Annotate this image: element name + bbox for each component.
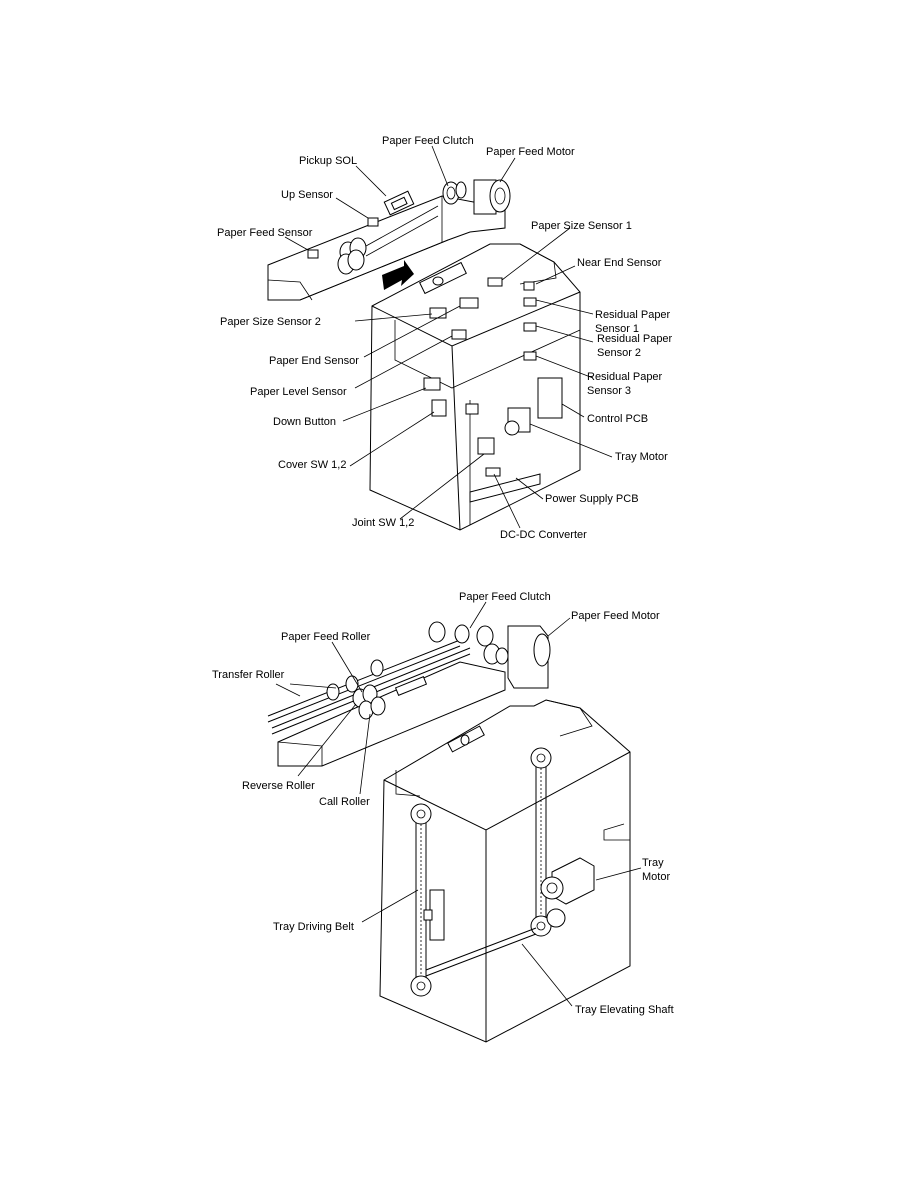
tray-housing-bottom [379, 699, 631, 1043]
leader-lines-top [284, 145, 613, 529]
label-tray-elevating-shaft: Tray Elevating Shaft [575, 1004, 674, 1016]
label-control-pcb: Control PCB [587, 413, 648, 425]
label-paper-feed-clutch-2: Paper Feed Clutch [459, 591, 551, 603]
top-diagram: Paper Feed Clutch Pickup SOL Paper Feed … [217, 135, 673, 541]
label-pickup-sol: Pickup SOL [299, 155, 357, 167]
labels-bottom: Paper Feed Clutch Paper Feed Roller Pape… [212, 591, 674, 1016]
paper-size-sensor-1-part [487, 277, 503, 287]
label-cover-sw: Cover SW 1,2 [278, 459, 346, 471]
labels-top: Paper Feed Clutch Pickup SOL Paper Feed … [217, 135, 673, 541]
label-paper-level-sensor: Paper Level Sensor [250, 386, 347, 398]
label-down-button: Down Button [273, 416, 336, 428]
leader-lines-bottom [275, 601, 642, 1007]
label-power-supply-pcb: Power Supply PCB [545, 493, 639, 505]
label-paper-feed-motor: Paper Feed Motor [486, 146, 575, 158]
label-joint-sw: Joint SW 1,2 [352, 517, 414, 529]
feed-mechanism [267, 621, 551, 767]
label-residual-paper-sensor-3-line1: Residual Paper [587, 371, 663, 383]
label-residual-paper-sensor-2-line1: Residual Paper [597, 333, 673, 345]
label-paper-end-sensor: Paper End Sensor [269, 355, 359, 367]
label-tray-motor-2-line1: Tray [642, 857, 664, 869]
label-paper-feed-clutch: Paper Feed Clutch [382, 135, 474, 147]
label-paper-feed-roller: Paper Feed Roller [281, 631, 371, 643]
label-paper-size-sensor-1: Paper Size Sensor 1 [531, 220, 632, 232]
label-transfer-roller: Transfer Roller [212, 669, 285, 681]
label-residual-paper-sensor-1-line1: Residual Paper [595, 309, 671, 321]
label-up-sensor: Up Sensor [281, 189, 333, 201]
label-tray-motor-2-line2: Motor [642, 871, 670, 883]
paper-feed-unit [267, 179, 511, 301]
label-tray-motor: Tray Motor [615, 451, 668, 463]
label-reverse-roller: Reverse Roller [242, 780, 315, 792]
tray-housing [369, 243, 581, 531]
label-residual-paper-sensor-1-line2: Sensor 1 [595, 323, 639, 335]
label-tray-driving-belt: Tray Driving Belt [273, 921, 354, 933]
label-paper-feed-sensor: Paper Feed Sensor [217, 227, 313, 239]
label-call-roller: Call Roller [319, 796, 370, 808]
label-paper-feed-motor-2: Paper Feed Motor [571, 610, 660, 622]
bottom-diagram: Paper Feed Clutch Paper Feed Roller Pape… [212, 591, 674, 1043]
label-dcdc-converter: DC-DC Converter [500, 529, 587, 541]
label-paper-size-sensor-2: Paper Size Sensor 2 [220, 316, 321, 328]
label-residual-paper-sensor-2-line2: Sensor 2 [597, 347, 641, 359]
label-near-end-sensor: Near End Sensor [577, 257, 662, 269]
insertion-arrow [382, 260, 414, 290]
label-residual-paper-sensor-3-line2: Sensor 3 [587, 385, 631, 397]
